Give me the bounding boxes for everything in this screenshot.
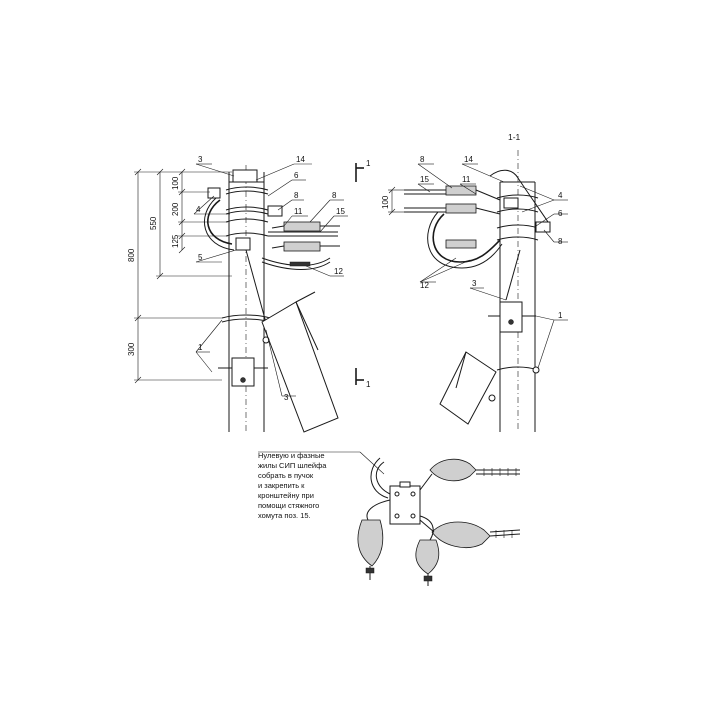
note-line-4: и закрепить к — [258, 481, 305, 490]
left-label-3b: 3 — [284, 393, 289, 402]
right-pole — [499, 150, 536, 432]
right-conductors — [427, 169, 549, 269]
note-line-2: жилы СИП шлейфа — [258, 461, 327, 470]
left-label-1: 1 — [198, 343, 203, 352]
dim-125: 125 — [171, 234, 180, 248]
right-label-15: 15 — [420, 175, 429, 184]
right-label-14: 14 — [464, 155, 473, 164]
right-label-1: 1 — [558, 311, 563, 320]
section-mark-bottom: 1 — [355, 368, 371, 389]
section-mark-bottom-label: 1 — [366, 380, 371, 389]
left-pole-cap — [232, 169, 258, 183]
note-line-7: хомута поз. 15. — [258, 511, 311, 520]
right-fittings — [404, 185, 551, 249]
left-label-8: 8 — [294, 191, 299, 200]
detail-view: Нулевую и фазные жилы СИП шлейфа собрать… — [258, 451, 521, 586]
right-label-8: 8 — [420, 155, 425, 164]
right-clamp-bands — [496, 194, 539, 241]
detail-bundles — [357, 457, 440, 586]
left-bracket-upper — [207, 187, 221, 199]
note-line-3: собрать в пучок — [258, 471, 314, 480]
note-line-1: Нулевую и фазные — [258, 451, 325, 460]
right-label-8b: 8 — [558, 237, 563, 246]
section-mark-top-label: 1 — [366, 159, 371, 168]
left-label-4: 4 — [196, 205, 201, 214]
left-label-14: 14 — [296, 155, 305, 164]
dim-300: 300 — [127, 342, 136, 356]
left-label-3: 3 — [198, 155, 203, 164]
right-label-6: 6 — [558, 209, 563, 218]
detail-bracket-plate — [389, 485, 421, 525]
right-downwire — [505, 249, 521, 301]
detail-lower-clamp — [419, 519, 521, 548]
left-label-5: 5 — [198, 253, 203, 262]
left-view: 1 1 800 — [127, 155, 371, 433]
detail-upper-clamp — [419, 458, 520, 491]
left-fittings — [271, 221, 340, 252]
left-dimensions: 800 550 100 200 125 300 — [127, 168, 232, 384]
right-view: 1-1 — [381, 132, 568, 432]
left-label-12: 12 — [334, 267, 343, 276]
dim-100-right: 100 — [381, 195, 390, 209]
left-strut-assembly — [218, 291, 339, 433]
dim-200: 200 — [171, 202, 180, 216]
left-bracket-mid — [267, 205, 283, 217]
left-conductors — [203, 197, 338, 270]
right-dimensions: 100 — [381, 186, 404, 216]
right-label-11: 11 — [462, 175, 471, 184]
left-label-8b: 8 — [332, 191, 337, 200]
left-downwire — [245, 249, 269, 331]
left-leaders: 3 14 6 4 8 11 8 15 5 — [193, 155, 348, 402]
dim-100: 100 — [171, 176, 180, 190]
left-pole — [228, 165, 265, 432]
right-label-4: 4 — [558, 191, 563, 200]
dim-550: 550 — [149, 216, 158, 230]
detail-note: Нулевую и фазные жилы СИП шлейфа собрать… — [258, 451, 385, 520]
left-label-15: 15 — [336, 207, 345, 216]
left-bracket-lower — [235, 237, 251, 251]
note-line-6: помощи стяжного — [258, 501, 319, 510]
section-mark-top: 1 — [355, 159, 371, 182]
right-label-3: 3 — [472, 279, 477, 288]
left-clamp-bands — [225, 186, 269, 237]
right-leaders: 8 14 15 11 4 6 8 12 — [417, 155, 568, 369]
section-title: 1-1 — [508, 132, 521, 142]
right-label-12: 12 — [420, 281, 429, 290]
left-label-11: 11 — [294, 207, 303, 216]
note-line-5: кронштейну при — [258, 491, 314, 500]
left-label-6: 6 — [294, 171, 299, 180]
right-strut-assembly — [439, 301, 540, 425]
dim-800: 800 — [127, 248, 136, 262]
